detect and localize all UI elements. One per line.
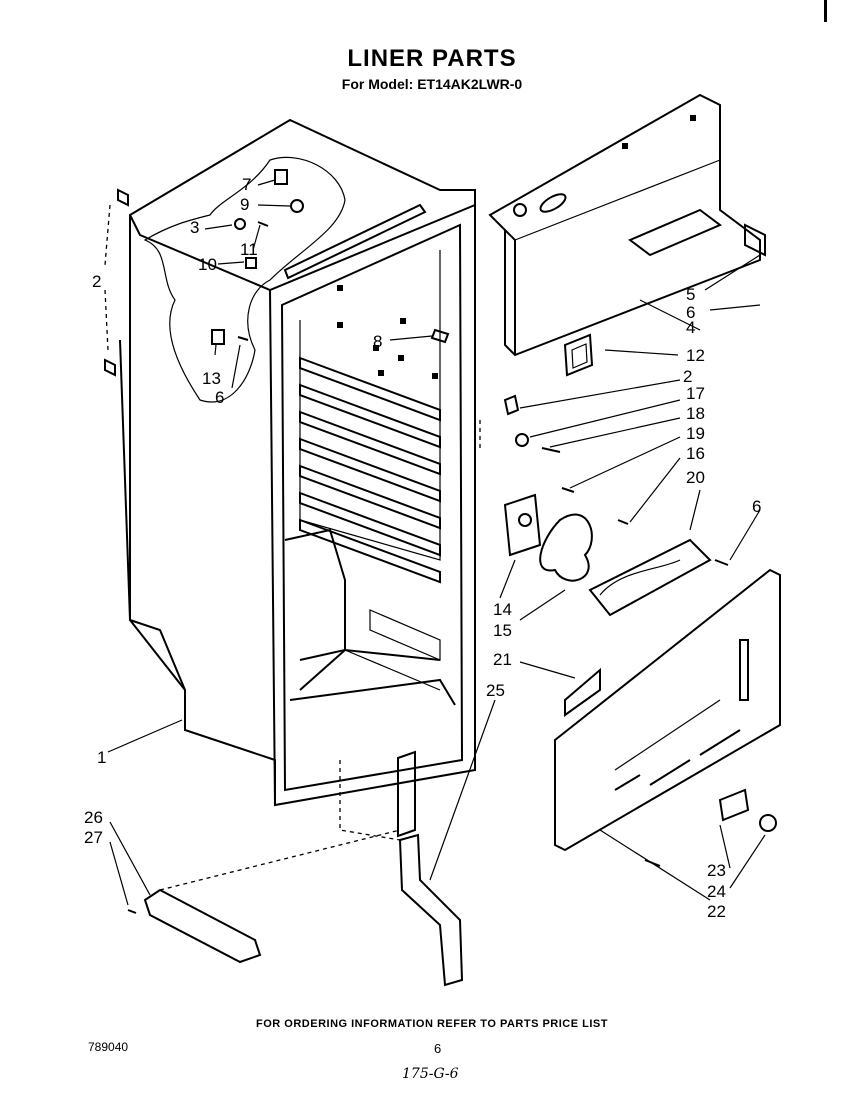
callout-12: 12 — [686, 346, 705, 365]
callout-5: 5 — [686, 285, 695, 304]
callout-8: 8 — [373, 332, 382, 351]
callout-2-right: 2 — [683, 367, 692, 386]
leader-lines — [104, 179, 766, 906]
callout-24: 24 — [707, 882, 726, 901]
callout-22: 22 — [707, 902, 726, 921]
callout-2-left: 2 — [92, 272, 101, 291]
callout-6-b: 6 — [215, 388, 224, 407]
callout-17: 17 — [686, 384, 705, 403]
callout-6-a: 6 — [686, 303, 695, 322]
callout-11: 11 — [240, 240, 258, 259]
callout-6-c: 6 — [752, 497, 761, 516]
callout-20: 20 — [686, 468, 705, 487]
callout-10: 10 — [198, 255, 217, 274]
callout-23: 23 — [707, 861, 726, 880]
fan-motor-assembly — [503, 394, 729, 617]
bottom-rail — [127, 888, 262, 964]
callout-26: 26 — [84, 808, 103, 827]
callout-25: 25 — [486, 681, 505, 700]
callout-13: 13 — [202, 369, 221, 388]
handwritten-note: 175-G-6 — [402, 1066, 459, 1082]
cover-plate — [563, 333, 594, 377]
reference-number: 789040 — [88, 1040, 129, 1054]
callout-16: 16 — [686, 444, 705, 463]
callout-7: 7 — [242, 175, 251, 194]
liner-cabinet — [119, 118, 476, 807]
callout-4: 4 — [686, 318, 695, 337]
model-subtitle: For Model: ET14AK2LWR-0 — [341, 76, 523, 92]
lower-panel — [554, 568, 781, 867]
callout-21: 21 — [493, 650, 512, 669]
upper-panel — [488, 93, 766, 357]
callout-18: 18 — [686, 404, 705, 423]
callout-14: 14 — [493, 600, 512, 619]
callout-15: 15 — [493, 621, 512, 640]
callout-1: 1 — [97, 748, 106, 767]
drain-trough — [397, 750, 464, 987]
cabinet-fasteners — [104, 169, 450, 377]
ordering-note: FOR ORDERING INFORMATION REFER TO PARTS … — [256, 1018, 608, 1030]
scan-edge-mark — [824, 0, 827, 22]
callout-9: 9 — [240, 195, 249, 214]
page-title: LINER PARTS — [347, 45, 517, 72]
callout-labels: 1 2 2 3 4 5 6 6 6 7 8 9 10 11 12 13 14 1… — [84, 175, 761, 921]
page-number: 6 — [434, 1041, 442, 1056]
callout-3: 3 — [190, 218, 199, 237]
callout-27: 27 — [84, 828, 103, 847]
callout-19: 19 — [686, 424, 705, 443]
shelf-ribs — [299, 356, 441, 584]
